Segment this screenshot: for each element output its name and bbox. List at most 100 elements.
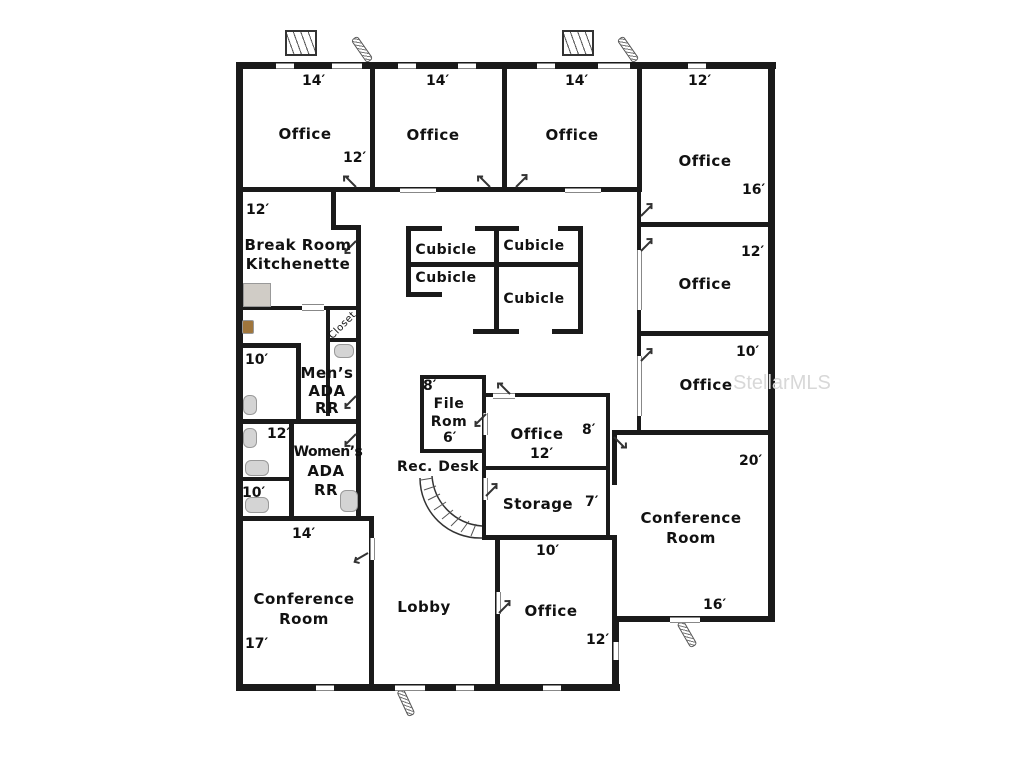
interior-wall bbox=[637, 62, 641, 432]
interior-wall bbox=[236, 187, 642, 192]
exterior-wall bbox=[768, 62, 775, 622]
window bbox=[543, 685, 561, 691]
interior-wall bbox=[637, 430, 772, 435]
interior-window bbox=[483, 413, 488, 435]
door-icon bbox=[345, 176, 357, 188]
interior-window bbox=[637, 250, 642, 310]
door-icon bbox=[479, 176, 491, 188]
dimension-label: 16′ bbox=[703, 597, 727, 613]
room-label-mens-restroom: RR bbox=[314, 399, 340, 417]
interior-wall bbox=[420, 449, 486, 453]
interior-window bbox=[565, 188, 601, 193]
room-label-conference-room: Conference bbox=[640, 509, 742, 527]
window bbox=[398, 63, 416, 69]
interior-wall bbox=[637, 331, 772, 336]
window bbox=[688, 63, 706, 69]
room-label-file-room: File bbox=[433, 396, 465, 412]
toilet-icon bbox=[245, 460, 269, 476]
room-label-mens-restroom: Men’s bbox=[300, 364, 354, 382]
room-label-womens-restroom: ADA bbox=[307, 462, 345, 480]
interior-window bbox=[496, 592, 501, 614]
interior-wall bbox=[236, 477, 294, 481]
window bbox=[395, 685, 425, 691]
interior-window bbox=[483, 478, 488, 500]
sink-icon bbox=[340, 490, 358, 512]
dimension-label: 16′ bbox=[742, 182, 766, 198]
interior-wall bbox=[331, 190, 336, 228]
exterior-door-icon bbox=[396, 688, 416, 718]
interior-wall bbox=[369, 516, 374, 686]
dimension-label: 17′ bbox=[245, 636, 269, 652]
hvac-unit-icon bbox=[285, 30, 317, 56]
room-label-office: Office bbox=[545, 126, 599, 144]
room-label-office: Office bbox=[510, 425, 564, 443]
room-label-cubicle: Cubicle bbox=[503, 238, 565, 254]
interior-wall bbox=[370, 62, 375, 192]
interior-wall bbox=[606, 393, 610, 538]
exterior-wall bbox=[236, 62, 243, 690]
room-label-office: Office bbox=[278, 125, 332, 143]
dimension-label: 12′ bbox=[741, 244, 765, 260]
cubicle-partition bbox=[578, 226, 583, 334]
dimension-label: 14′ bbox=[426, 73, 450, 89]
room-label-cubicle: Cubicle bbox=[415, 270, 477, 286]
interior-wall bbox=[236, 516, 374, 521]
toilet-icon bbox=[245, 497, 269, 513]
interior-wall bbox=[502, 62, 507, 192]
interior-wall bbox=[326, 338, 361, 342]
room-label-file-room: Rom bbox=[430, 414, 468, 430]
dimension-label: 12′ bbox=[586, 632, 610, 648]
watermark: StellarMLS bbox=[733, 372, 831, 394]
window bbox=[332, 63, 362, 69]
interior-window bbox=[400, 188, 436, 193]
window bbox=[537, 63, 555, 69]
dimension-label: 10′ bbox=[536, 543, 560, 559]
interior-wall bbox=[289, 419, 294, 519]
room-label-lobby: Lobby bbox=[397, 598, 451, 616]
interior-wall bbox=[612, 430, 642, 435]
exterior-door-icon bbox=[350, 35, 374, 64]
room-label-office: Office bbox=[678, 275, 732, 293]
exterior-door-icon bbox=[616, 35, 640, 64]
room-label-conference-room: Room bbox=[279, 610, 329, 628]
cubicle-partition bbox=[552, 329, 582, 334]
window bbox=[458, 63, 476, 69]
exterior-door-icon bbox=[676, 620, 698, 649]
toilet-icon bbox=[243, 395, 257, 415]
door-icon bbox=[355, 552, 369, 561]
water-heater-icon bbox=[242, 320, 254, 334]
interior-wall bbox=[482, 466, 610, 470]
sink-icon bbox=[334, 344, 354, 358]
room-label-mens-restroom: ADA bbox=[308, 382, 346, 400]
cubicle-partition bbox=[558, 226, 582, 231]
dimension-label: 12′ bbox=[343, 150, 367, 166]
interior-wall bbox=[420, 375, 486, 379]
room-label-womens-restroom: RR bbox=[313, 481, 339, 499]
room-label-office: Office bbox=[678, 152, 732, 170]
interior-wall bbox=[612, 535, 617, 620]
interior-wall bbox=[296, 343, 301, 423]
room-label-conference-room: Conference bbox=[253, 590, 355, 608]
window bbox=[598, 63, 630, 69]
room-label-reception-desk: Rec. Desk bbox=[396, 459, 480, 475]
room-label-office: Office bbox=[524, 602, 578, 620]
dimension-label: 14′ bbox=[565, 73, 589, 89]
interior-wall bbox=[482, 393, 610, 397]
dimension-label: 12′ bbox=[688, 73, 712, 89]
interior-wall bbox=[612, 430, 617, 485]
dimension-label: 14′ bbox=[302, 73, 326, 89]
exterior-wall bbox=[236, 684, 620, 691]
dimension-label: 12′ bbox=[530, 446, 554, 462]
interior-window bbox=[637, 356, 642, 416]
room-label-womens-restroom: Women’s bbox=[293, 444, 363, 460]
dimension-label: 10′ bbox=[245, 352, 269, 368]
toilet-icon bbox=[243, 428, 257, 448]
interior-window bbox=[370, 538, 375, 560]
dimension-label: 12′ bbox=[267, 426, 291, 442]
room-label-break-room: Break Room bbox=[244, 236, 352, 254]
dimension-label: 7′ bbox=[585, 494, 599, 510]
interior-wall bbox=[356, 225, 361, 518]
window bbox=[613, 642, 619, 660]
counter bbox=[243, 283, 271, 307]
